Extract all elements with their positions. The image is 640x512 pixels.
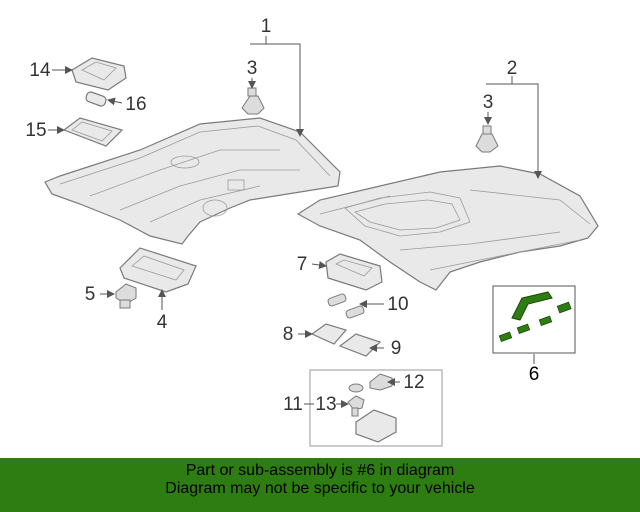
callout-13: 13 [315, 394, 336, 415]
part-4-console [119, 247, 197, 293]
part-15-lens [62, 117, 124, 147]
callout-3-left: 3 [247, 58, 258, 79]
callout-11: 11 [283, 394, 303, 415]
callout-8: 8 [283, 324, 294, 345]
part-3-clip-a [241, 87, 265, 115]
callout-12: 12 [403, 372, 424, 393]
info-banner: Part or sub-assembly is #6 in diagram Di… [0, 458, 640, 512]
callout-2: 2 [507, 58, 518, 79]
part-9-lens [338, 333, 382, 357]
banner-line-2: Diagram may not be specific to your vehi… [165, 480, 475, 497]
headliner-2 [296, 165, 599, 291]
callout-5: 5 [85, 284, 96, 305]
callout-15: 15 [25, 120, 46, 141]
headliner-1 [44, 117, 341, 245]
callout-10: 10 [387, 294, 408, 315]
callout-6: 6 [529, 364, 540, 385]
part-5-clip [115, 283, 137, 309]
part-3-clip-b [475, 125, 499, 153]
callout-9: 9 [391, 338, 402, 359]
part-7-lamp [325, 253, 383, 291]
part-6-grab-handle [511, 291, 553, 321]
callout-1: 1 [261, 16, 272, 37]
callout-3-right: 3 [483, 92, 494, 113]
part-8-lens [310, 323, 348, 345]
sub-assembly-11-box [309, 369, 443, 447]
callout-4: 4 [157, 312, 168, 333]
callout-7: 7 [297, 254, 308, 275]
part-10-bulbs [327, 293, 365, 319]
part-14-lamp [71, 57, 127, 91]
callout-16: 16 [125, 94, 146, 115]
callout-14: 14 [29, 60, 51, 81]
part-6-highlight-box [492, 285, 576, 354]
banner-line-1: Part or sub-assembly is #6 in diagram [185, 462, 455, 479]
part-16-bulb [85, 91, 107, 107]
